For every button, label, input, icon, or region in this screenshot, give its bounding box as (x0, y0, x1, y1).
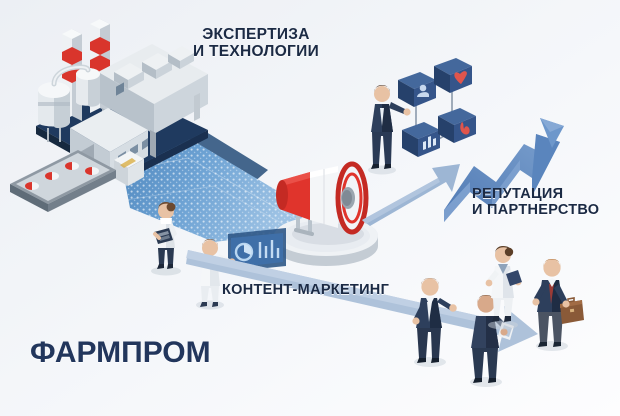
pill-capsules (25, 162, 99, 190)
main-building (98, 44, 208, 158)
pharma-factory (10, 19, 208, 212)
brand-title: ФАРМПРОМ (30, 336, 211, 369)
label-reputation-partnership: РЕПУТАЦИЯ И ПАРТНЕРСТВО (472, 186, 600, 219)
man-with-briefcase (532, 259, 584, 351)
label-content-marketing: КОНТЕНТ-МАРКЕТИНГ (222, 282, 390, 298)
label-expertise-technologies: ЭКСПЕРТИЗА И ТЕХНОЛОГИИ (192, 26, 320, 61)
tank-large (38, 82, 70, 142)
megaphone-body (276, 161, 369, 235)
conveyor-belt (10, 150, 116, 212)
clipboard (154, 228, 173, 244)
megaphone-on-pedestal (274, 161, 378, 266)
woman-doctor (485, 246, 522, 330)
scientist-woman-clipboard (151, 202, 181, 276)
bar-chart-card (402, 122, 440, 157)
content-cards-cluster (368, 58, 476, 175)
heart-card (434, 58, 472, 93)
growth-arrow-zigzag (444, 118, 564, 222)
arrow-up-right-to-growth (362, 164, 460, 226)
organ-card (438, 108, 476, 143)
roof-units (114, 46, 194, 89)
holographic-screen (228, 228, 286, 274)
crate (114, 151, 144, 186)
businessman-gesturing (412, 278, 457, 367)
person-card (398, 72, 436, 107)
businessman-presenter (368, 85, 411, 175)
tank-small (76, 68, 100, 107)
